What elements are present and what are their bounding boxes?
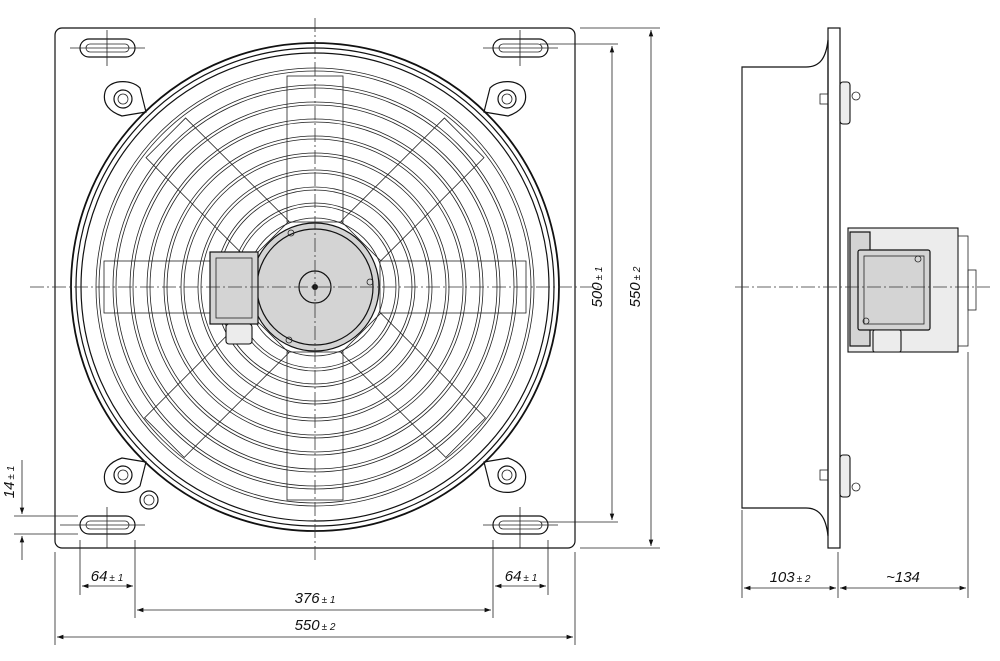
dim-plate-height: 550± 2 <box>627 266 644 307</box>
side-terminal-box <box>857 249 931 353</box>
side-view <box>735 27 990 549</box>
side-plate <box>827 27 841 549</box>
side-venturi <box>741 39 829 537</box>
guard-lug-bottom-left <box>103 457 147 493</box>
front-view <box>30 18 600 560</box>
terminal-box-front <box>209 251 259 345</box>
guard-lug-top-right <box>483 81 527 117</box>
dim-depth-motor: ~134 <box>886 569 920 586</box>
dim-depth-front: 103± 2 <box>770 569 811 586</box>
guard-lug-top-left <box>103 81 147 117</box>
guard-lug-bottom-right <box>483 457 527 493</box>
dim-slot-left: 64± 1 <box>91 568 124 585</box>
dim-plate-width: 550± 2 <box>295 617 336 634</box>
dim-slot-offset: 14± 1 <box>1 466 18 499</box>
dim-slot-right: 64± 1 <box>505 568 538 585</box>
dimensions: 550± 2 500± 1 14± 1 64± 1 64± 1 376± 1 5… <box>1 27 969 645</box>
dim-guard-height: 500± 1 <box>589 267 606 308</box>
dim-slot-spacing: 376± 1 <box>295 590 336 607</box>
earth-stud <box>139 490 159 510</box>
